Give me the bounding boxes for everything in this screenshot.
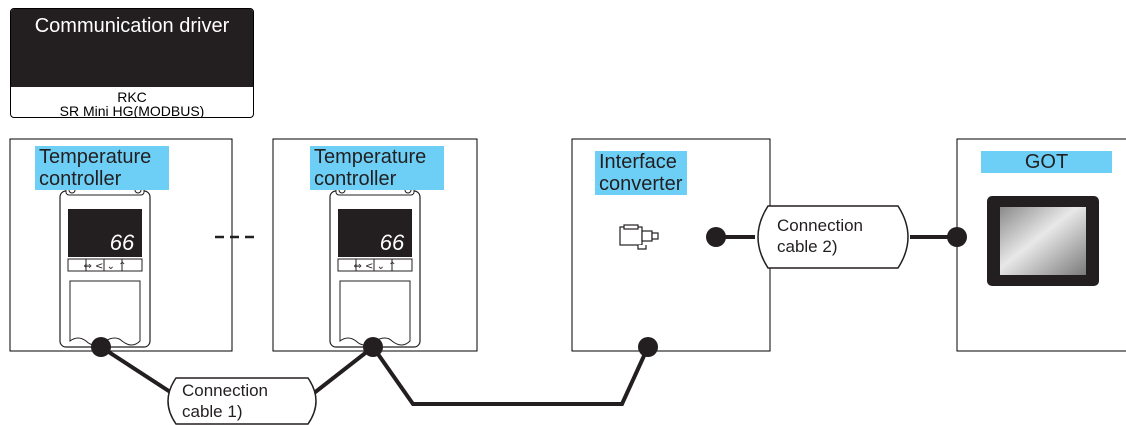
cable1-label-line1: Connection <box>182 381 269 400</box>
controller2-key-symbols: ⇔ < ⌄ ⌃ <box>353 261 396 272</box>
converter-label: Interface converter <box>595 151 687 195</box>
controller2-label-line1: Temperature <box>314 146 427 168</box>
driver-maker: RKC <box>117 89 147 105</box>
driver-model: SR Mini HG(MODBUS) <box>59 103 205 118</box>
controller2-label: Temperature controller <box>310 146 444 190</box>
driver-header: Communication driver <box>11 9 253 87</box>
cable2-connector-a <box>706 227 726 247</box>
converter-label-line1: Interface <box>599 151 677 173</box>
cable1-label-shape <box>167 377 317 425</box>
interface-converter-icon <box>619 224 659 250</box>
controller1-label-line1: Temperature <box>39 146 152 168</box>
controller1-display-value: 66 <box>110 230 135 255</box>
controller1-label: Temperature controller <box>35 146 169 190</box>
controller2-label-line2: controller <box>314 168 397 190</box>
cable2-label: Connection cable 2) <box>777 215 863 257</box>
got-label: GOT <box>981 151 1112 173</box>
cable2-label-line2: cable 2) <box>777 237 838 256</box>
got-screen-icon <box>987 196 1099 286</box>
cable1-connector-a <box>91 337 111 357</box>
got-label-text: GOT <box>1024 151 1069 173</box>
driver-title: Communication driver <box>34 15 230 37</box>
cable2-connector-b <box>947 227 967 247</box>
controller1-key-symbols: ⇔ < ⌄ ⌃ <box>83 261 126 272</box>
cable2-label-shape <box>757 205 909 269</box>
controller2-display-value: 66 <box>380 230 405 255</box>
temperature-controller-1-icon <box>59 184 151 348</box>
controller1-label-line2: controller <box>39 168 122 190</box>
cable1-connector-c <box>638 337 658 357</box>
communication-driver-box: Communication driver RKC SR Mini HG(MODB… <box>10 8 254 118</box>
converter-label-line2: converter <box>599 173 683 195</box>
cable1-label: Connection cable 1) <box>182 380 268 422</box>
cable1-connector-b <box>363 337 383 357</box>
connection-cable-1-line-b <box>298 344 650 406</box>
cable2-label-line1: Connection <box>777 216 864 235</box>
cable1-label-line2: cable 1) <box>182 402 243 421</box>
